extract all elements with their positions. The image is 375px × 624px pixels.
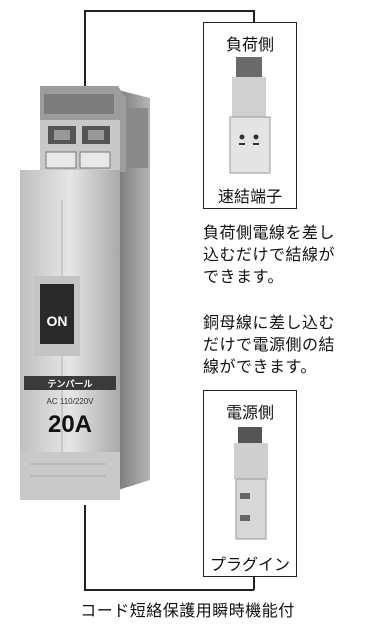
source-side-title: 電源側 xyxy=(225,403,274,422)
source-side-panel: 電源側 プラグイン xyxy=(203,390,297,577)
connector-bottom-vertical-left xyxy=(84,505,86,590)
load-side-panel: 負荷側 速結端子 xyxy=(203,22,297,209)
load-side-description-line-2: 込むだけで結線が xyxy=(203,245,336,264)
circuit-breaker-image: ON テンパール AC 110/220V 20A xyxy=(20,86,150,500)
source-side-description-line-3: 線ができます。 xyxy=(203,357,317,376)
load-side-description-line-3: できます。 xyxy=(203,267,284,286)
connector-top-horizontal xyxy=(84,10,254,12)
load-side-description: 負荷側電線を差し 込むだけで結線が できます。 xyxy=(203,222,335,288)
quick-terminal-image xyxy=(229,57,271,174)
connector-top-vertical-right xyxy=(253,10,255,22)
source-side-description-line-1: 銅母線に差し込む xyxy=(203,313,336,332)
connector-bottom-horizontal xyxy=(84,589,254,591)
load-side-description-line-1: 負荷側電線を差し xyxy=(203,223,336,242)
connector-top-vertical-left xyxy=(84,10,86,110)
plug-in-image xyxy=(234,427,268,540)
current-rating: 20A xyxy=(48,411,92,438)
source-side-description-line-2: だけで電源側の結 xyxy=(203,335,336,354)
brand-plate-label: テンパール xyxy=(47,378,92,389)
switch-on-label: ON xyxy=(47,313,68,329)
voltage-label: AC 110/220V xyxy=(47,397,95,406)
quick-terminal-caption: 速結端子 xyxy=(217,187,282,206)
load-side-title: 負荷側 xyxy=(225,35,274,54)
plug-in-caption: プラグイン xyxy=(209,555,290,574)
footer-caption: コード短絡保護用瞬時機能付 xyxy=(80,601,295,620)
source-side-description: 銅母線に差し込む だけで電源側の結 線ができます。 xyxy=(203,312,335,378)
connector-bottom-vertical-right xyxy=(253,575,255,590)
